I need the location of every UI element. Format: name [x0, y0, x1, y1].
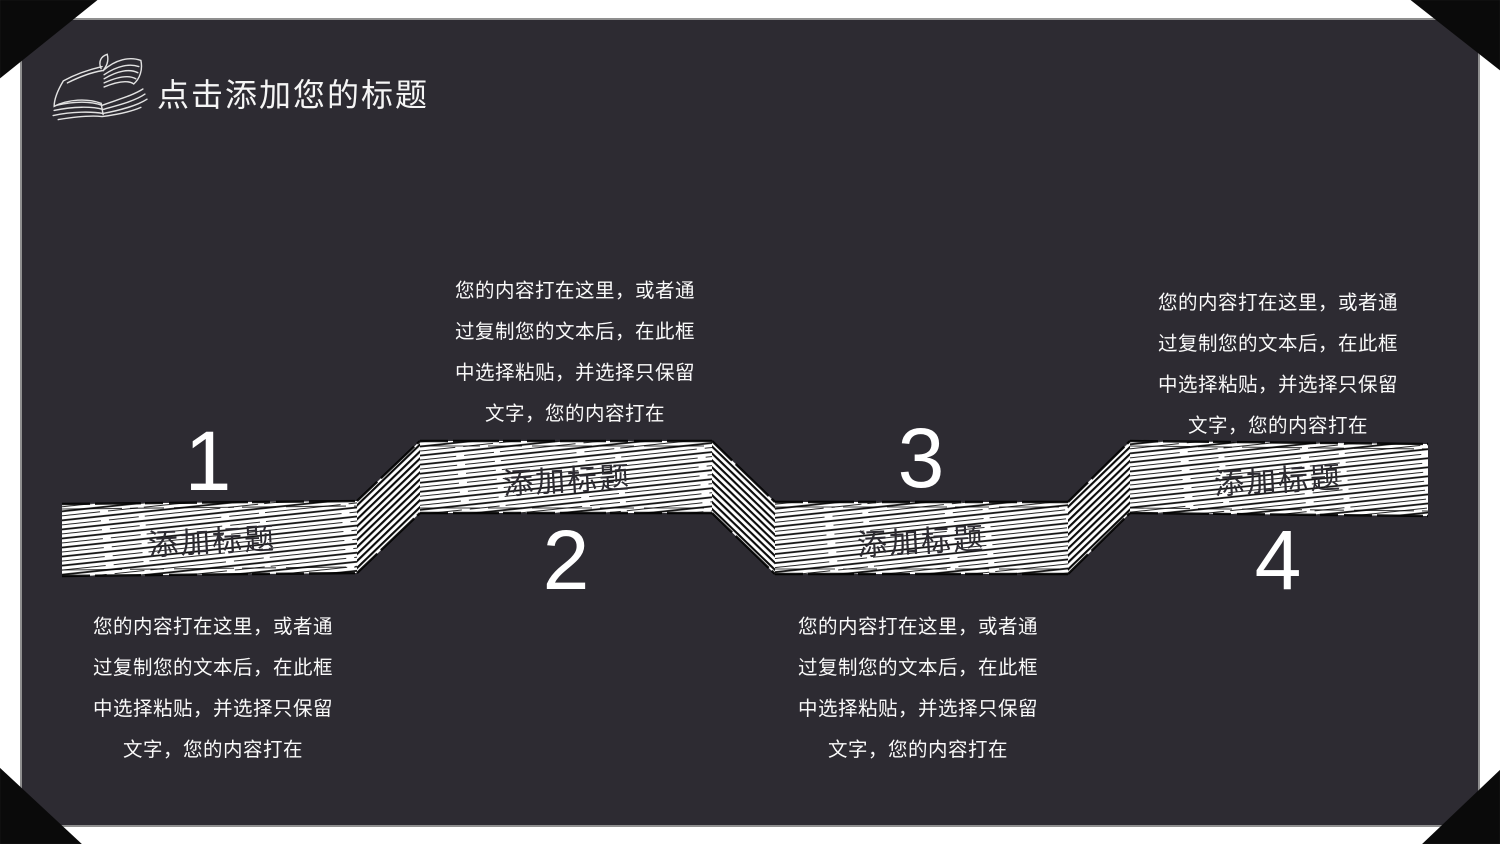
step-label-3[interactable]: 添加标题 [856, 522, 986, 563]
step-label-1[interactable]: 添加标题 [147, 522, 277, 563]
body-line: 过复制您的文本后，在此框 [454, 321, 695, 343]
step-number-1: 1 [184, 414, 232, 508]
step-number-4: 4 [1254, 513, 1302, 607]
body-line: 您的内容打在这里，或者通 [454, 280, 695, 302]
body-line: 文字，您的内容打在 [122, 739, 303, 761]
body-line: 文字，您的内容打在 [1187, 415, 1368, 437]
step-body-text-4[interactable]: 您的内容打在这里，或者通 过复制您的文本后，在此框 中选择粘贴，并选择只保留 文… [1117, 283, 1439, 447]
body-line: 过复制您的文本后，在此框 [797, 657, 1038, 679]
step-label-2[interactable]: 添加标题 [502, 461, 632, 502]
step-body-text-1[interactable]: 您的内容打在这里，或者通 过复制您的文本后，在此框 中选择粘贴，并选择只保留 文… [52, 607, 374, 771]
body-line: 过复制您的文本后，在此框 [92, 657, 333, 679]
body-line: 您的内容打在这里，或者通 [797, 616, 1038, 638]
open-book-icon [52, 53, 148, 121]
body-line: 中选择粘贴，并选择只保留 [454, 362, 695, 384]
body-line: 文字，您的内容打在 [484, 403, 665, 425]
slide-title[interactable]: 点击添加您的标题 [157, 77, 430, 113]
body-line: 中选择粘贴，并选择只保留 [1157, 374, 1398, 396]
body-line: 中选择粘贴，并选择只保留 [797, 698, 1038, 720]
body-line: 中选择粘贴，并选择只保留 [92, 698, 333, 720]
step-number-2: 2 [542, 513, 590, 607]
step-label-4[interactable]: 添加标题 [1213, 461, 1343, 502]
step-number-3: 3 [897, 411, 945, 505]
body-line: 文字，您的内容打在 [827, 739, 1008, 761]
body-line: 您的内容打在这里，或者通 [92, 616, 333, 638]
slide-canvas [20, 18, 1480, 827]
step-body-text-2[interactable]: 您的内容打在这里，或者通 过复制您的文本后，在此框 中选择粘贴，并选择只保留 文… [414, 271, 736, 435]
step-body-text-3[interactable]: 您的内容打在这里，或者通 过复制您的文本后，在此框 中选择粘贴，并选择只保留 文… [757, 607, 1079, 771]
body-line: 您的内容打在这里，或者通 [1157, 292, 1398, 314]
body-line: 过复制您的文本后，在此框 [1157, 333, 1398, 355]
